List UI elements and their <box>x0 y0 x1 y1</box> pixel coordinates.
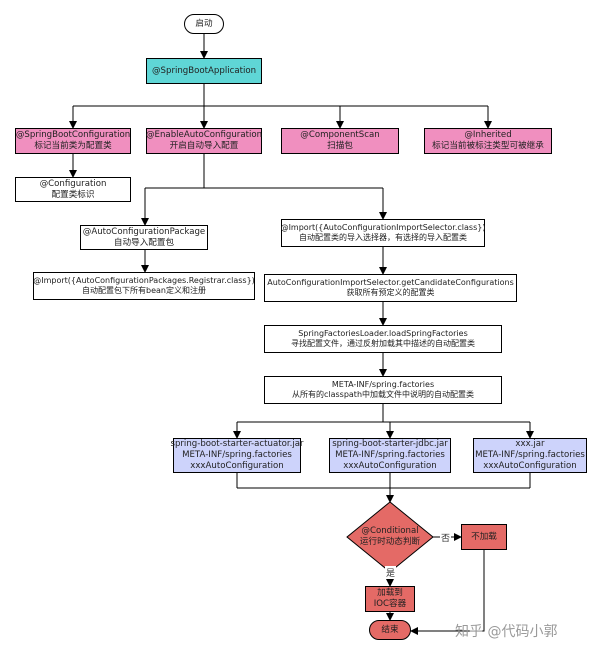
node-springbootconfiguration: @SpringBootConfiguration 标记当前类为配置类 <box>15 128 131 154</box>
node-no-load: 不加载 <box>461 524 507 550</box>
node-jar-xxx: xxx.jar META-INF/spring.factories xxxAut… <box>473 438 587 473</box>
watermark: 知乎 @代码小郭 <box>455 624 558 640</box>
node-jar-jdbc: spring-boot-starter-jdbc.jar META-INF/sp… <box>329 438 451 473</box>
node-load-ioc: 加载到 IOC容器 <box>365 586 415 612</box>
node-import-registrar: @Import({AutoConfigurationPackages.Regis… <box>33 272 255 300</box>
node-meta-inf: META-INF/spring.factories 从所有的classpath中… <box>264 376 502 404</box>
edge-noload-end <box>410 550 485 635</box>
node-componentscan: @ComponentScan 扫描包 <box>281 128 399 154</box>
edge-label-yes: 是 <box>385 566 397 579</box>
node-conditional-text: @Conditional 运行时动态判断 <box>359 526 421 547</box>
node-configuration: @Configuration 配置类标识 <box>15 177 131 202</box>
node-autoconfigurationpackage: @AutoConfigurationPackage 自动导入配置包 <box>80 225 208 250</box>
node-get-candidate-configurations: AutoConfigurationImportSelector.getCandi… <box>264 274 517 302</box>
node-jar-actuator: spring-boot-starter-actuator.jar META-IN… <box>170 438 304 473</box>
node-inherited: @Inherited 标记当前被标注类型可被继承 <box>424 128 552 154</box>
node-load-spring-factories: SpringFactoriesLoader.loadSpringFactorie… <box>264 325 502 353</box>
node-import-selector: @Import({AutoConfigurationImportSelector… <box>281 219 485 247</box>
edge-label-no: 否 <box>440 531 452 544</box>
node-springbootapplication: @SpringBootApplication <box>146 58 262 84</box>
node-start: 启动 <box>184 14 224 34</box>
node-enableautoconfiguration: @EnableAutoConfiguration 开启自动导入配置 <box>146 128 262 154</box>
node-end: 结束 <box>369 620 411 640</box>
